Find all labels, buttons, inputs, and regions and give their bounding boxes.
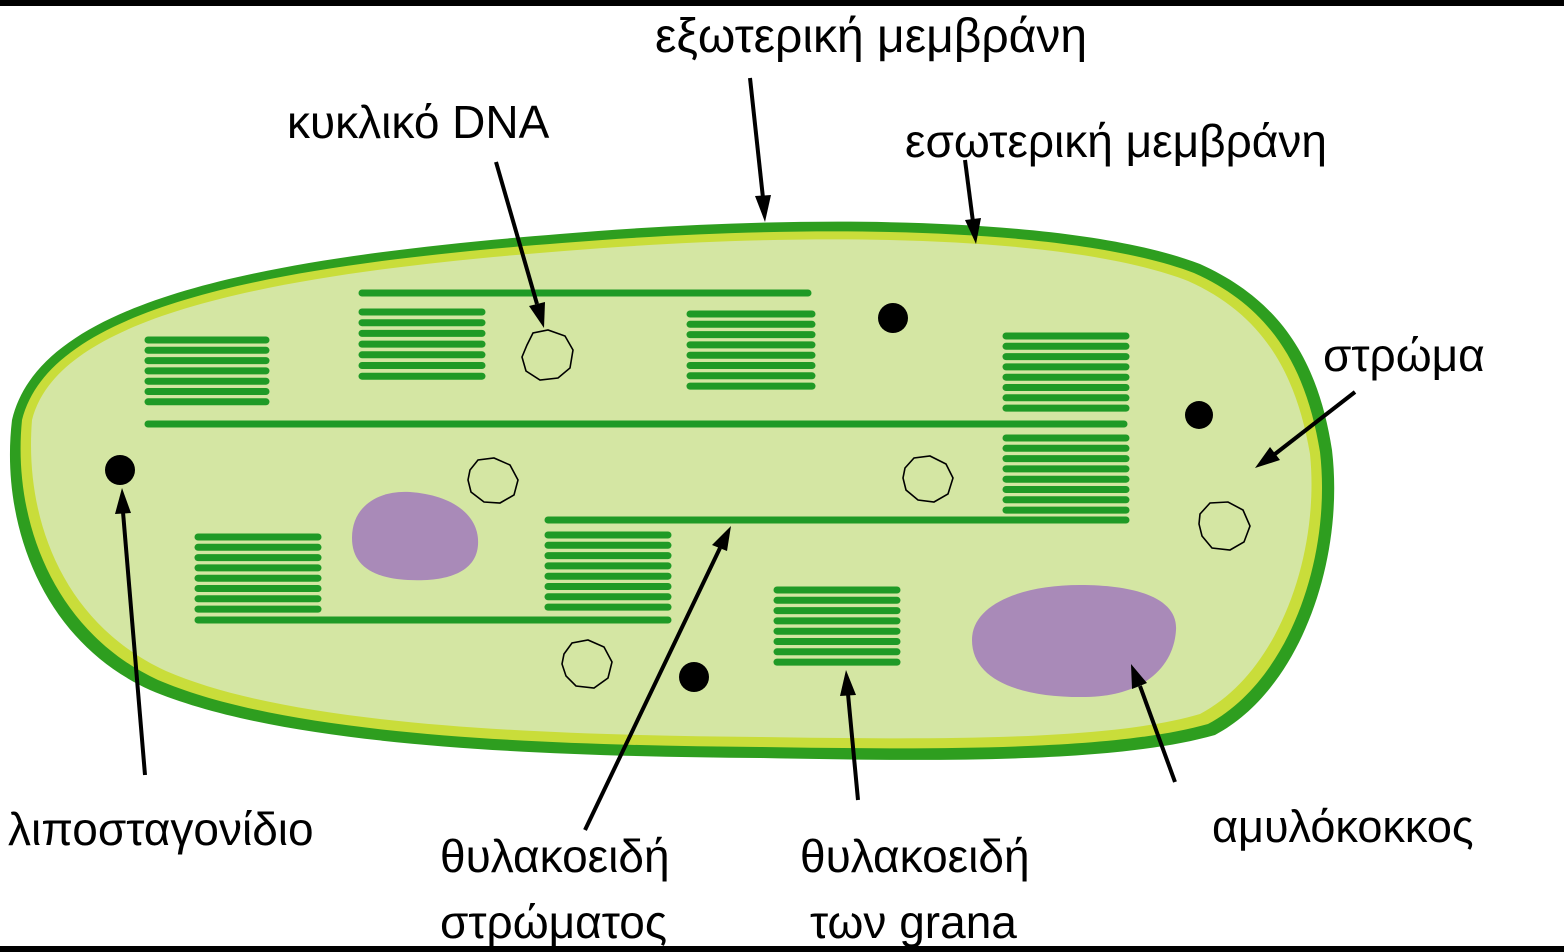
- starch-grain: [972, 585, 1176, 697]
- granum: [148, 340, 266, 402]
- lipid-droplet: [878, 303, 908, 333]
- label-lipid-droplet: λιποσταγονίδιο: [8, 803, 314, 855]
- label-circular-dna: κυκλικό DNA: [287, 96, 550, 148]
- label-inner-membrane: εσωτερική μεμβράνη: [905, 115, 1327, 167]
- label-starch-grain: αμυλόκοκκος: [1212, 801, 1474, 852]
- granum: [362, 312, 482, 376]
- label-grana-thylakoids-line2: των grana: [810, 896, 1017, 948]
- label-grana-thylakoids-line1: θυλακοειδή: [800, 830, 1030, 882]
- label-stroma: στρώμα: [1323, 329, 1485, 381]
- lipid-droplet: [1185, 401, 1213, 429]
- label-stroma-thylakoids-line2: στρώματος: [440, 896, 667, 948]
- lipid-droplet: [679, 662, 709, 692]
- label-stroma-thylakoids-line1: θυλακοειδή: [440, 830, 670, 882]
- label-outer-membrane: εξωτερική μεμβράνη: [655, 10, 1087, 63]
- arrow-outer-membrane: [750, 78, 771, 222]
- lipid-droplet: [105, 455, 135, 485]
